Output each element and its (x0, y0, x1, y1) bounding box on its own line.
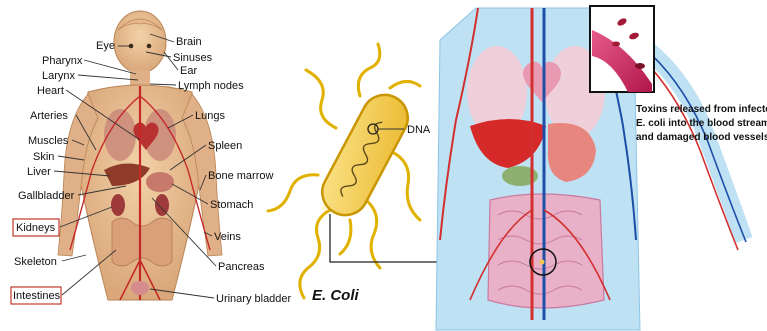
label-spleen: Spleen (208, 140, 242, 152)
caption-line-2: E. coli into the blood stream (636, 118, 767, 129)
label-ear: Ear (180, 65, 197, 77)
label-skeleton: Skeleton (14, 256, 57, 268)
leader-lymph-nodes (150, 84, 176, 85)
ecoli-bacterium: DNA E. Coli (268, 44, 431, 304)
label-urinary-bladder: Urinary bladder (216, 293, 292, 305)
bacterium-spot (322, 206, 327, 211)
label-lymph-nodes: Lymph nodes (178, 80, 244, 92)
label-gallbladder: Gallbladder (18, 190, 75, 202)
label-brain: Brain (176, 36, 202, 48)
label-skin: Skin (33, 151, 54, 163)
label-dna: DNA (407, 124, 431, 136)
leader-larynx (78, 75, 138, 80)
label-arteries: Arteries (30, 110, 68, 122)
label-lungs: Lungs (195, 110, 225, 122)
label-larynx: Larynx (42, 70, 76, 82)
label-bone-marrow: Bone marrow (208, 170, 273, 182)
label-intestines: Intestines (13, 290, 61, 302)
label-heart: Heart (37, 85, 64, 97)
label-kidneys: Kidneys (16, 222, 56, 234)
ecoli-title: E. Coli (312, 287, 360, 304)
label-muscles: Muscles (28, 135, 69, 147)
label-stomach: Stomach (210, 199, 253, 211)
label-pancreas: Pancreas (218, 261, 265, 273)
label-veins: Veins (214, 231, 241, 243)
bacterium-body (314, 87, 416, 223)
label-liver: Liver (27, 166, 51, 178)
label-sinuses: Sinuses (173, 52, 213, 64)
damaged-vessel-inset (590, 6, 654, 92)
label-pharynx: Pharynx (42, 55, 83, 67)
caption-line-1: Toxins released from infected (636, 104, 767, 115)
caption-line-3: and damaged blood vessels (636, 132, 767, 143)
toxin-caption: Toxins released from infected E. coli in… (636, 104, 767, 143)
label-eye: Eye (96, 40, 115, 52)
